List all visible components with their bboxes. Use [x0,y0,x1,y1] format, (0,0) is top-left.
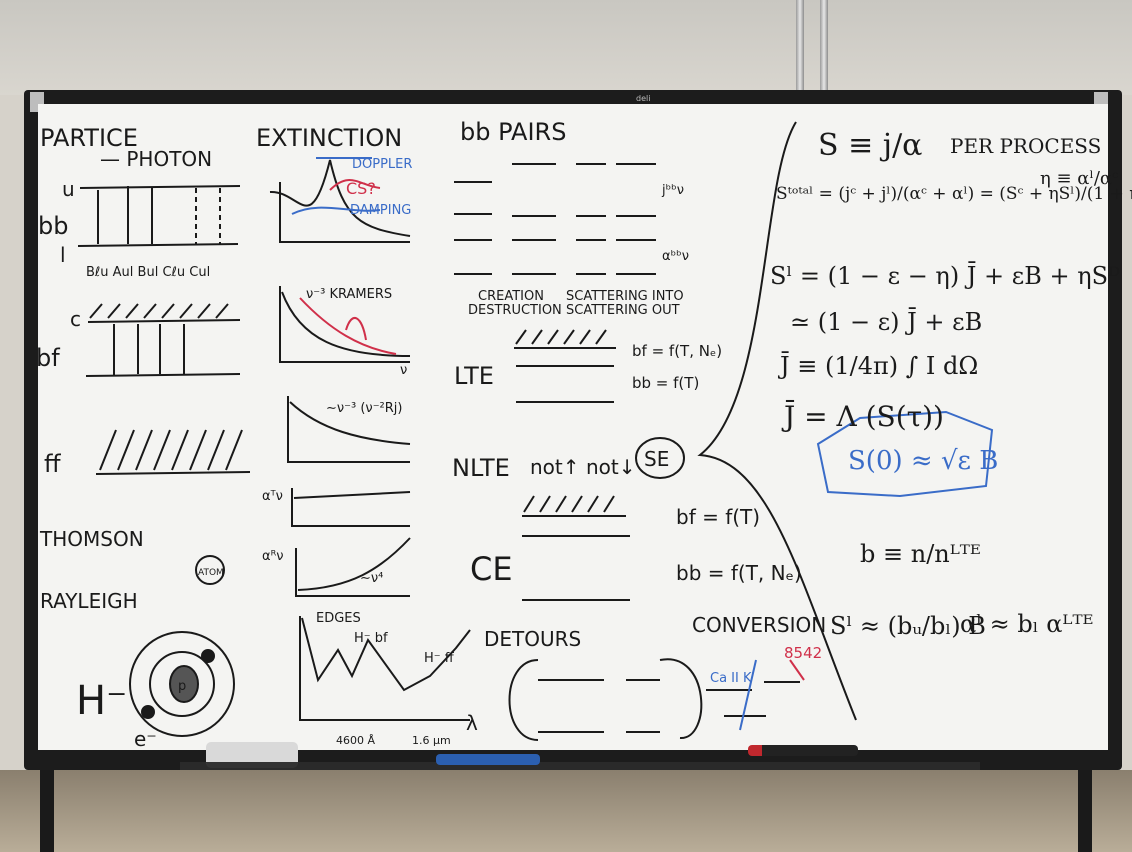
wall [0,0,1132,95]
label-scattering-out: SCATTERING OUT [566,303,680,318]
stand-leg [40,770,54,852]
label-scattering-into: SCATTERING INTO [566,289,684,304]
wall-pipe [820,0,828,95]
label-thomson: THOMSON [39,527,144,551]
label-h-minus: H⁻ [76,678,127,724]
axis-nu: ν [400,363,407,378]
label-cs: CS? [346,179,376,198]
eq-lambda-operator: J̄ = Λ (S(τ)) [784,400,944,433]
wall-pipe [796,0,804,95]
label-alpha-rayleigh: αᴿν [262,549,284,564]
level-l: l [60,243,66,267]
ce-bf: bf = f(T) [676,505,760,529]
title-extinction: EXTINCTION [256,124,402,152]
eraser[interactable] [206,742,298,768]
label-proton: p [178,679,186,694]
eq-source-approx: ≃ (1 − ε) J̄ + εB [790,308,983,336]
label-per-process: PER PROCESS [950,134,1102,158]
lte-bf: bf = f(T, Nₑ) [632,342,722,360]
label-caii-k: Ca II K [710,671,752,686]
label-hminus-bf: H⁻ bf [354,631,388,646]
label-atom: ATOM [198,568,224,578]
label-nu4: ∼ν⁴ [360,571,383,586]
eq-mean-intensity: J̄ ≡ (1/4π) ∫ I dΩ [780,352,979,380]
level-u: u [62,177,75,201]
label-edges: EDGES [316,611,361,626]
title-bb-pairs: bb PAIRS [460,118,566,146]
label-ce: CE [470,550,513,588]
eq-eta: η ≡ αˡ/αᶜ [1040,168,1119,189]
level-c: c [70,307,81,331]
label-bf: bf [36,344,60,372]
label-detours: DETOURS [484,627,581,651]
label-nlte: NLTE [452,454,510,482]
label-bb: bb [38,212,68,240]
bb-rate-labels: Bℓu Aul Bul Cℓu Cul [86,265,210,280]
tick-4600a: 4600 Å [336,734,375,747]
label-electron: e⁻ [134,727,157,751]
eq-departure-coefficient: b ≡ n/nᴸᵀᴱ [860,540,981,568]
tick-1-6um: 1.6 μm [412,734,451,747]
label-se: SE [644,447,669,471]
whiteboard [38,104,1108,750]
label-alpha-thomson: αᵀν [262,489,283,504]
label-creation: CREATION [478,289,544,304]
label-ff-law: ∼ν⁻³ (ν⁻²Rj) [326,401,402,416]
eq-source-total: Sᵗᵒᵗᵃˡ = (jᶜ + jˡ)/(αᶜ + αˡ) = (Sᶜ + ηSˡ… [776,184,1132,204]
ce-bb: bb = f(T, Nₑ) [676,561,802,585]
red-marker[interactable] [748,745,858,756]
label-ff: ff [44,450,61,478]
label-not-up: not↑ [530,455,580,479]
label-alpha-bb: αᵇᵇν [662,249,689,264]
title-partice: PARTICE [40,124,138,152]
label-not-down: not↓ [586,455,636,479]
blue-marker[interactable] [436,754,540,765]
label-rayleigh: RAYLEIGH [40,589,138,613]
marker-tray [180,762,980,770]
label-conversion: CONVERSION [692,613,826,637]
label-destruction: DESTRUCTION [468,303,562,318]
label-kramers: ν⁻³ KRAMERS [306,287,392,302]
stand-leg [1078,770,1092,852]
label-doppler: DOPPLER [352,157,412,172]
lte-bb: bb = f(T) [632,374,699,392]
eq-alpha-departure: αˡ ≈ bₗ αᴸᵀᴱ [960,610,1094,638]
brand-logo: deli [636,94,651,103]
title-photon: — PHOTON [100,147,212,171]
label-hminus-ff: H⁻ ff [424,651,455,666]
eq-source-departure: Sˡ ≈ (bᵤ/bₗ) B [830,612,986,640]
axis-lambda: λ [466,711,478,735]
label-lte: LTE [454,362,494,390]
floor [0,770,1132,852]
label-jv-bb: jᵇᵇν [661,183,684,198]
eq-banner-sqrt-eps: S(0) ≈ √ε B [848,446,999,476]
eq-source-def: S ≡ j/α [818,128,923,163]
label-8542: 8542 [784,644,822,662]
label-damping: DAMPING [350,203,411,218]
eq-source-line: Sˡ = (1 − ε − η) J̄ + εB + ηSᴰ [770,262,1121,290]
